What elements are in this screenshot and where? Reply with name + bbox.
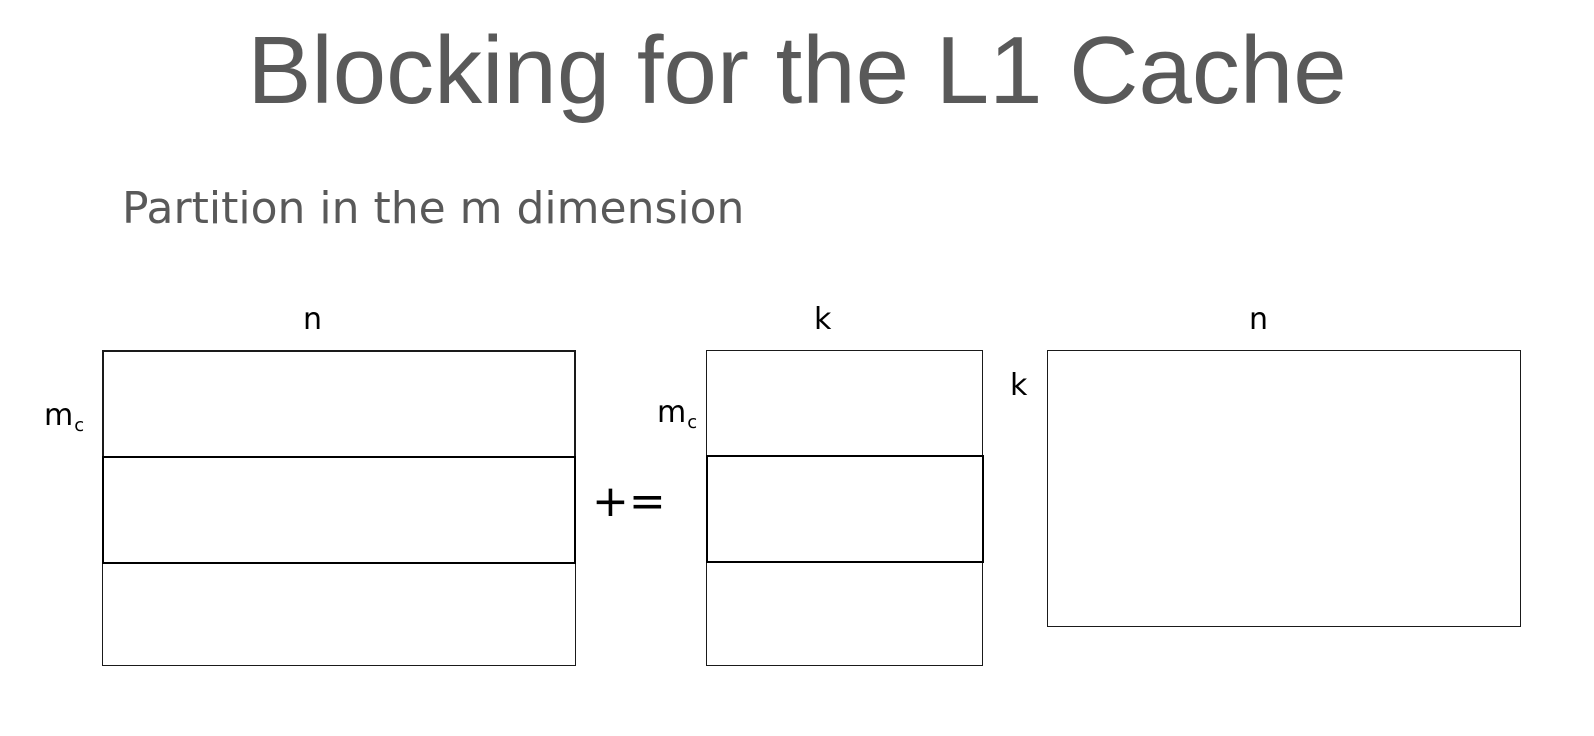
matrix-b-side-label: k (1010, 368, 1028, 403)
matrix-a-side-label-main: m (657, 395, 687, 430)
matrix-a-side-label-subscript: c (687, 412, 698, 433)
slide-subtitle: Partition in the m dimension (122, 183, 745, 234)
matrix-c-block-1 (102, 350, 576, 458)
matrix-c-block-2 (102, 456, 576, 564)
matrix-c-side-label: mc (44, 398, 84, 435)
matrix-a-top-label: k (814, 302, 832, 337)
matrix-c-top-label: n (303, 302, 323, 337)
matrix-c-side-label-main: m (44, 398, 74, 433)
plus-equals-operator: += (592, 476, 666, 527)
matrix-b-outline (1047, 350, 1521, 627)
matrix-a-side-label: mc (657, 395, 697, 432)
slide-title: Blocking for the L1 Cache (247, 17, 1347, 124)
matrix-a-block-2 (706, 455, 984, 563)
matrix-c-side-label-subscript: c (74, 415, 85, 436)
matrix-b-top-label: n (1249, 302, 1269, 337)
